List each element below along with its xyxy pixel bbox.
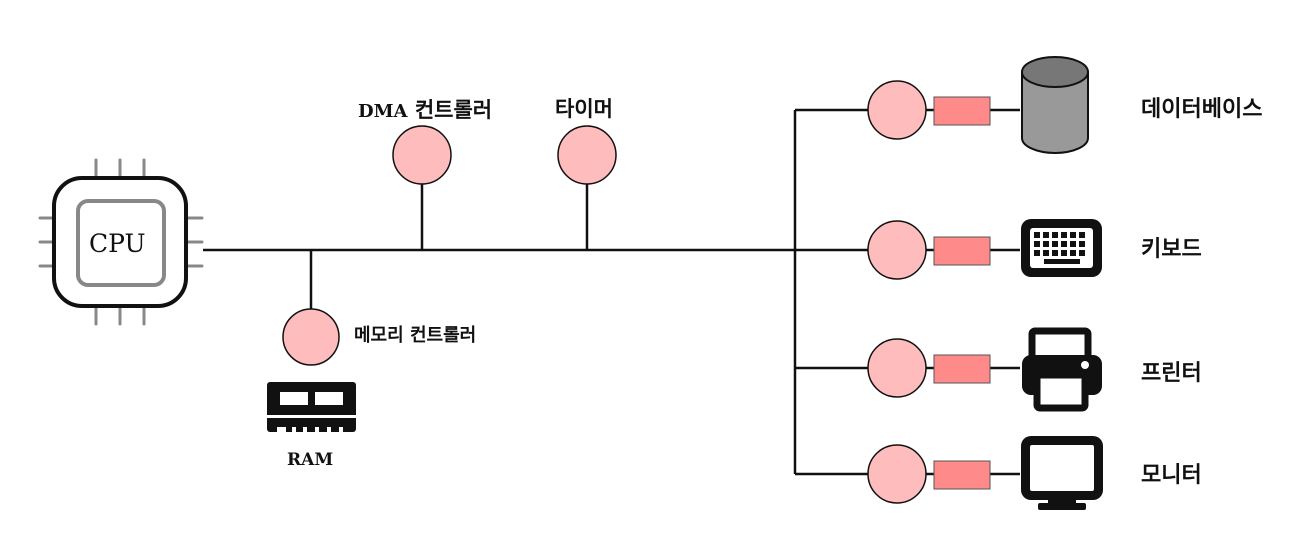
- cpu-label: CPU: [89, 229, 146, 258]
- database-icon: [1021, 56, 1089, 154]
- printer-controller-node: [867, 338, 927, 398]
- monitor-label: 모니터: [1141, 463, 1202, 488]
- keyboard-adapter: [933, 236, 991, 266]
- database-label: 데이터베이스: [1141, 97, 1263, 122]
- bus-lines: [203, 108, 1020, 476]
- timer-label: 타이머: [555, 97, 613, 121]
- database-controller-node: [867, 80, 927, 140]
- monitor-icon: [1021, 436, 1103, 510]
- ram-label: RAM: [287, 450, 334, 470]
- memory-controller-node: [282, 308, 340, 366]
- keyboard-label: 키보드: [1141, 237, 1202, 262]
- ram-icon: [267, 382, 356, 433]
- printer-icon: [1022, 327, 1102, 412]
- dma-label-suffix: 컨트롤러: [414, 98, 493, 122]
- database-adapter: [933, 96, 991, 126]
- dma-controller-label: DMA 컨트롤러: [358, 100, 492, 121]
- cpu-chip-icon: [38, 158, 204, 326]
- dma-label-prefix: DMA: [358, 101, 408, 122]
- timer-node: [557, 125, 617, 185]
- adapters: [933, 96, 991, 490]
- monitor-adapter: [933, 460, 991, 490]
- controllers: [282, 80, 927, 504]
- printer-label: 프린터: [1141, 361, 1202, 386]
- keyboard-controller-node: [867, 220, 927, 280]
- dma-controller-node: [392, 125, 452, 185]
- monitor-controller-node: [867, 444, 927, 504]
- keyboard-icon: [1021, 219, 1102, 277]
- printer-adapter: [933, 354, 991, 384]
- memory-controller-label: 메모리 컨트롤러: [354, 325, 477, 346]
